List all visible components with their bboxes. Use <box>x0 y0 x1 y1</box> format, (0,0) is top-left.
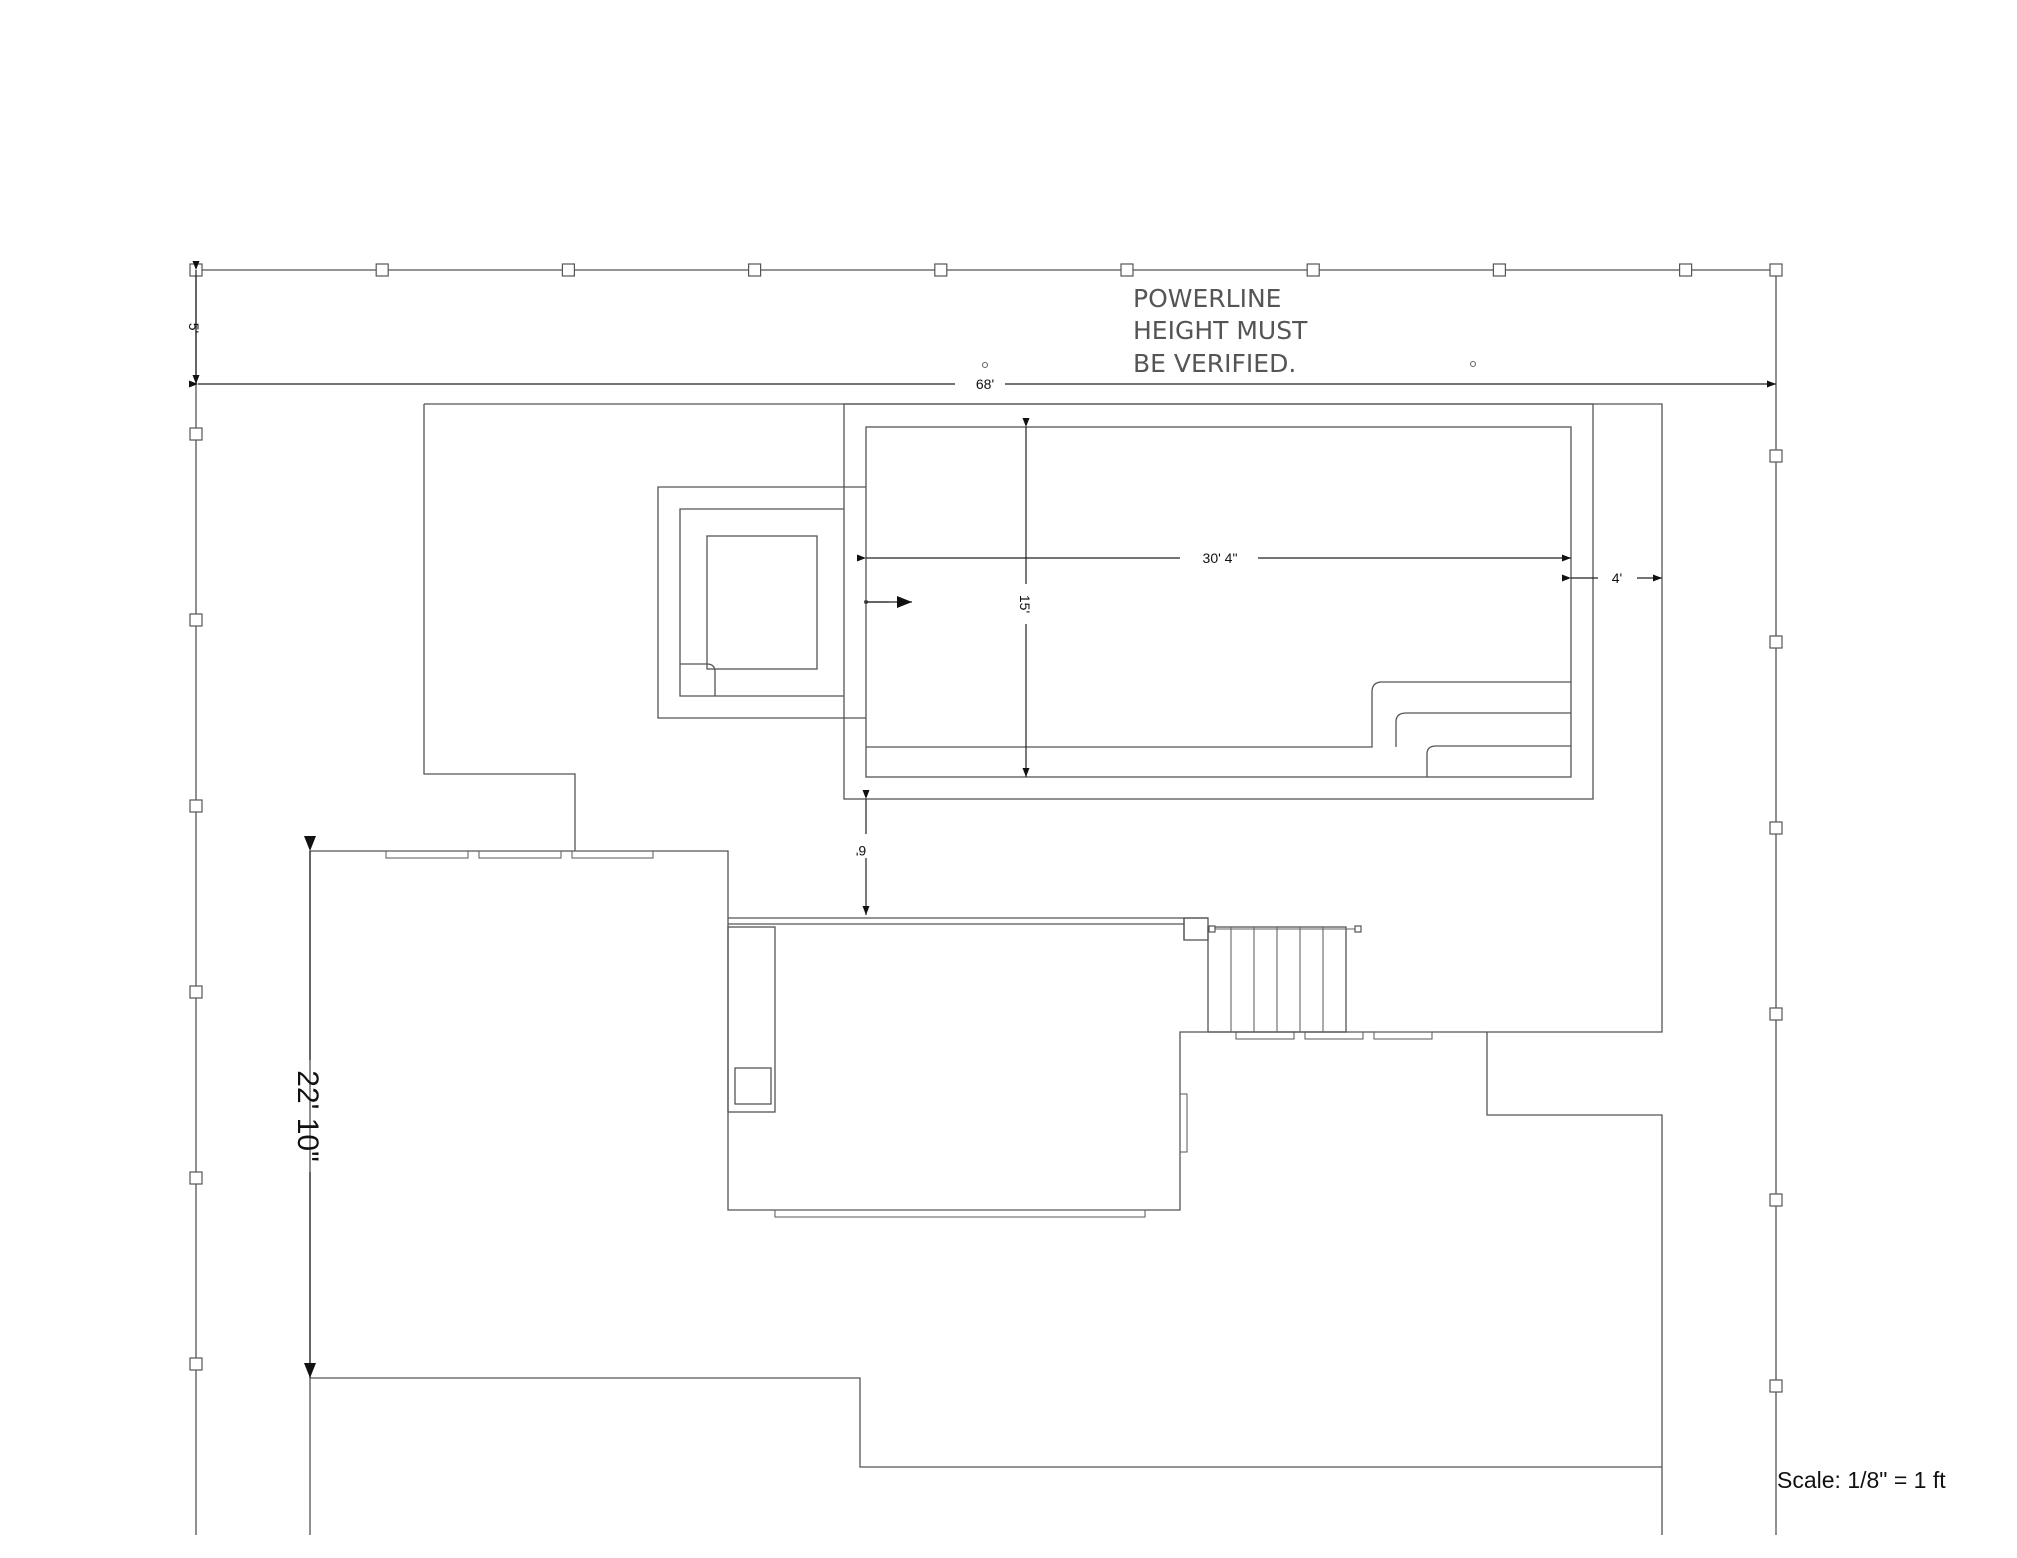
pool-length-dimension: 30' 4" <box>857 550 1571 566</box>
fence-post <box>1769 635 1783 649</box>
powerline-setback-label: 5' <box>186 323 202 333</box>
pool-to-house-dimension: 6' <box>856 790 870 915</box>
pool-width-dimension: 15' <box>1017 418 1033 777</box>
scale-note: Scale: 1/8" = 1 ft <box>1777 1467 1946 1493</box>
fence-post <box>934 263 948 277</box>
fence-post <box>1769 449 1783 463</box>
deck-outline <box>424 403 1663 1535</box>
fence-post <box>1678 263 1693 277</box>
powerline-note: POWERLINE HEIGHT MUST BE VERIFIED. <box>981 284 1477 378</box>
house-depth-dimension: 22' 10" <box>291 836 324 1378</box>
spa <box>657 486 912 719</box>
fence-post <box>1306 263 1320 277</box>
lower-deck-outline <box>310 1377 1662 1468</box>
house <box>309 850 1487 1535</box>
fence-post <box>189 799 203 813</box>
fence-post <box>1120 263 1134 277</box>
powerline-note-line-3: BE VERIFIED. <box>1133 349 1296 378</box>
fence-post <box>189 1357 203 1371</box>
powerline-note-line-1: POWERLINE <box>1133 284 1281 313</box>
property-boundary <box>195 269 1777 1535</box>
fence-post <box>1769 1007 1783 1021</box>
pool-side-clearance-label: 4' <box>1612 570 1622 586</box>
fence-post <box>747 263 762 277</box>
stairs <box>1207 925 1362 1033</box>
fence-post <box>375 263 389 277</box>
lot-width-label: 68' <box>976 376 994 392</box>
fence-post <box>561 263 576 277</box>
pool-side-clearance-dimension: 4' <box>1562 570 1662 586</box>
powerline-note-line-2: HEIGHT MUST <box>1133 316 1308 345</box>
fence-post <box>189 613 203 627</box>
pool-length-label: 30' 4" <box>1203 550 1238 566</box>
fence-post <box>1769 1379 1783 1393</box>
pool-width-label: 15' <box>1017 595 1033 613</box>
fence-posts <box>189 263 1783 1393</box>
pool <box>843 403 1594 800</box>
fence-post <box>1769 1193 1783 1207</box>
fence-post <box>189 985 203 999</box>
powerline-setback-dimension: 5' <box>186 261 202 384</box>
fence-post <box>189 1171 203 1185</box>
fence-post <box>189 427 203 441</box>
pool-to-house-label: 6' <box>856 843 866 859</box>
house-depth-label: 22' 10" <box>291 1070 324 1161</box>
fence-post <box>1492 263 1507 277</box>
fence-post <box>1769 263 1783 277</box>
lot-width-dimension: 68' <box>189 376 1776 392</box>
fence-post <box>1769 821 1783 835</box>
